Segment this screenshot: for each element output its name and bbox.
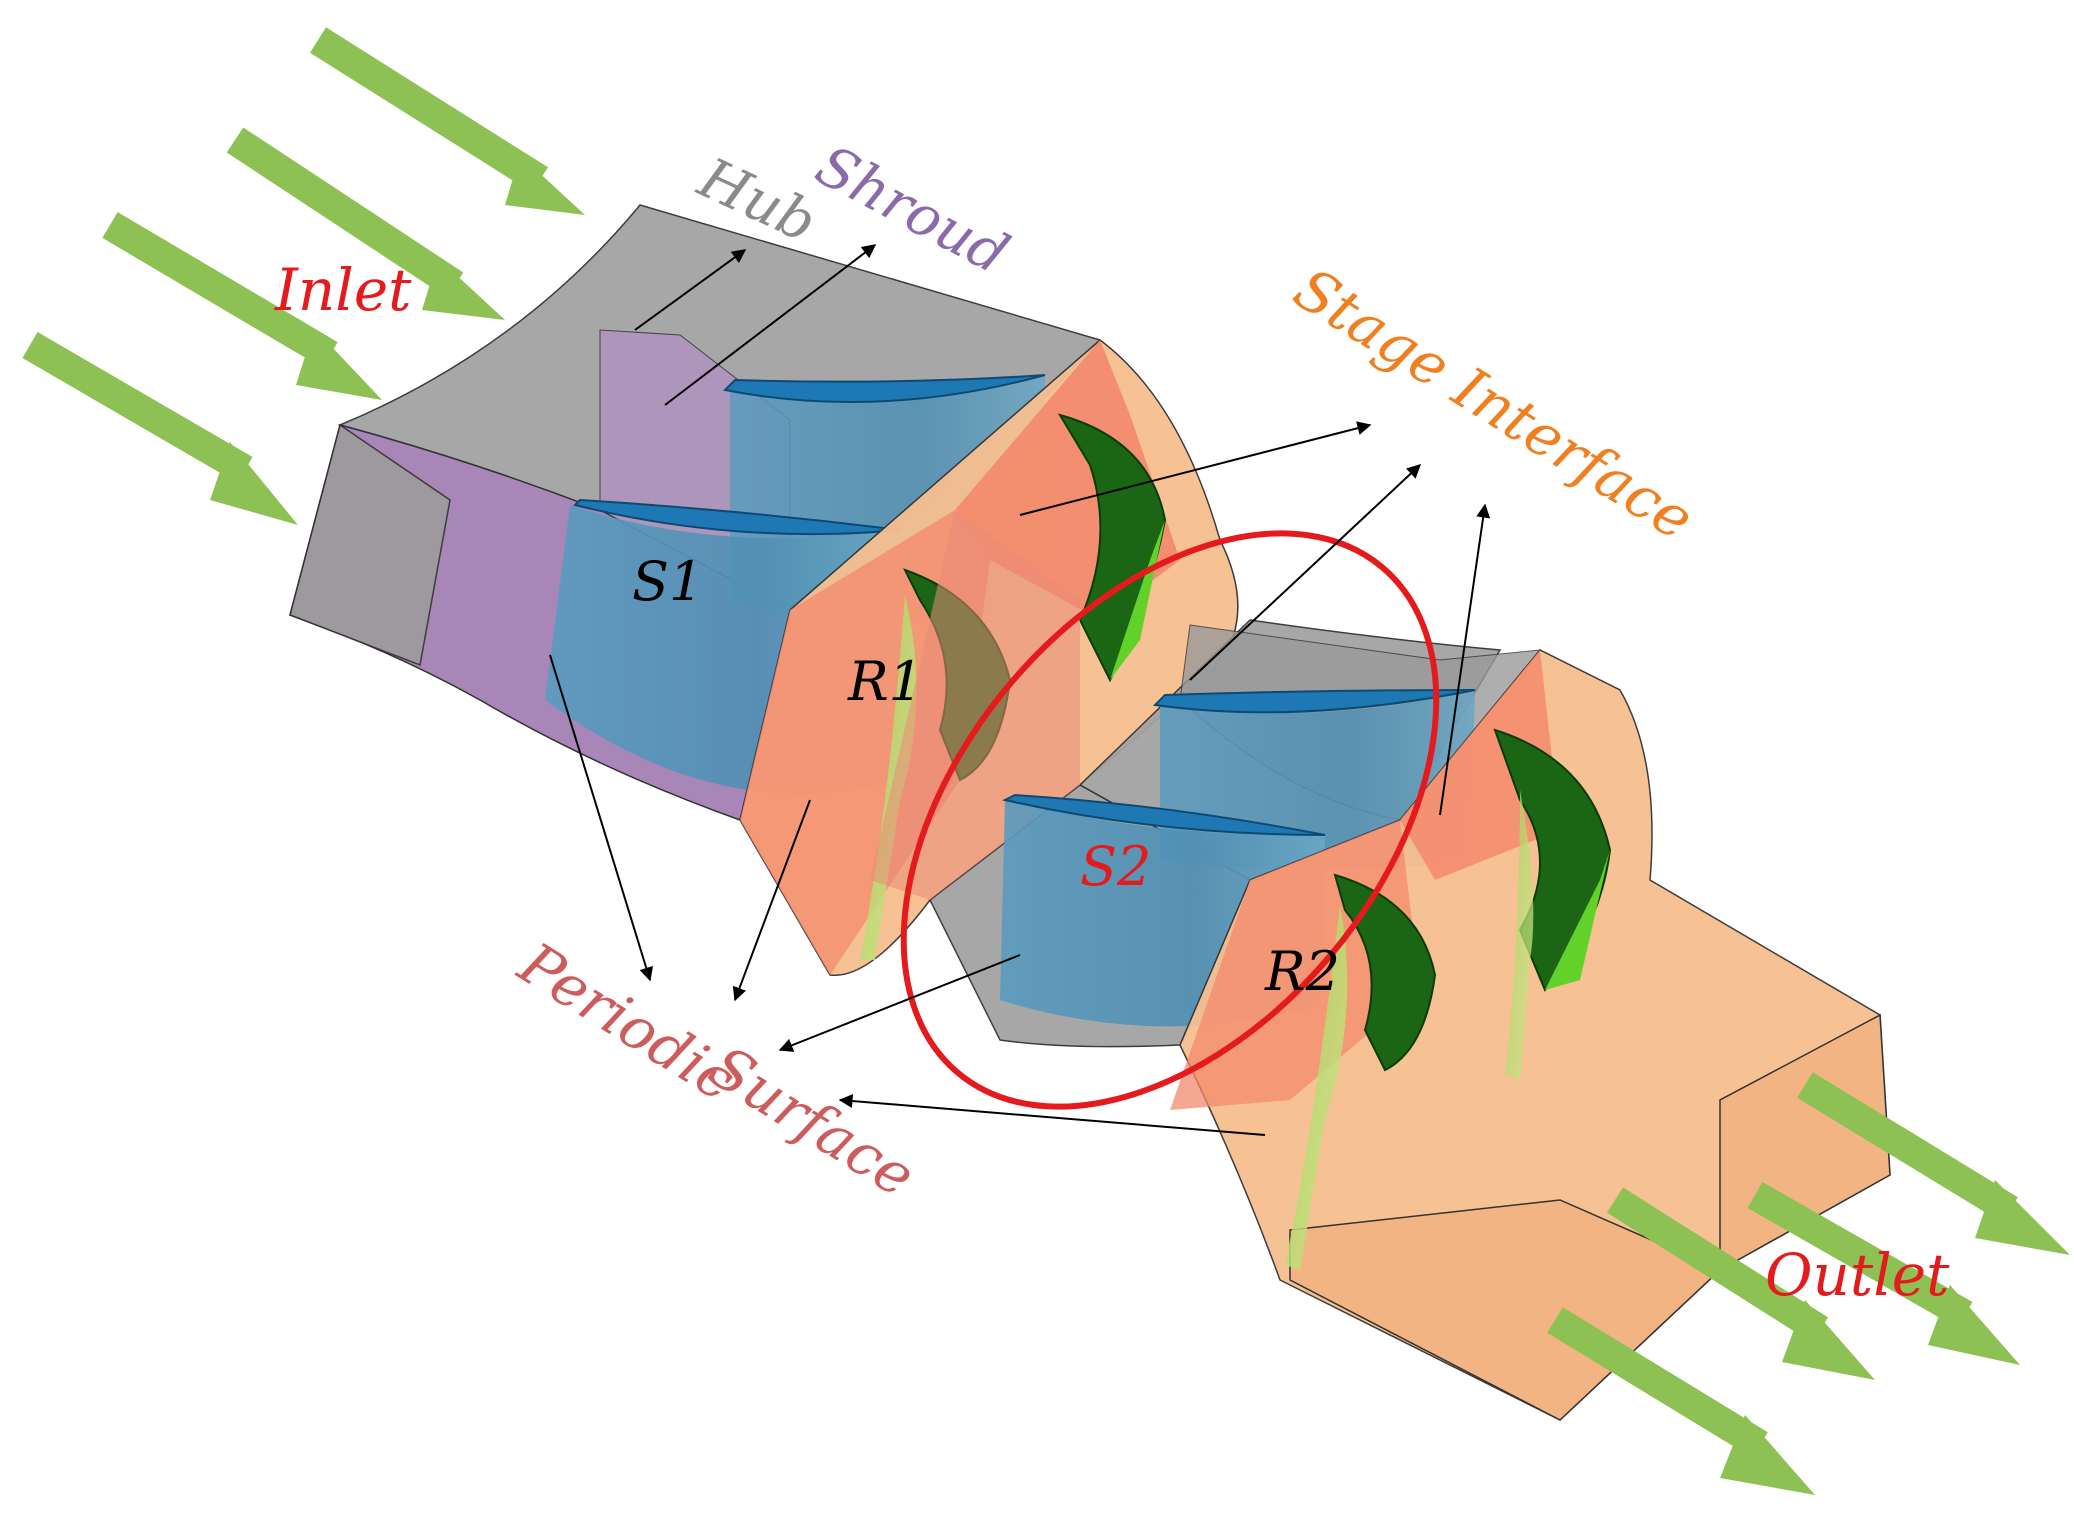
flow-arrow-icon — [226, 127, 505, 320]
flow-arrow-icon — [1747, 1181, 2020, 1365]
s2-label: S2 — [1080, 835, 1151, 898]
outlet-label: Outlet — [1765, 1241, 1950, 1309]
flow-arrow-icon — [102, 212, 382, 400]
stator-blade-s2-lower-edge — [1002, 793, 1326, 836]
flow-arrow-icon — [309, 27, 585, 215]
r1-label: R1 — [847, 650, 923, 713]
inlet-flow-arrows — [22, 27, 585, 525]
highlight-ellipse — [900, 530, 1440, 1110]
leader-line-arrow — [778, 954, 1021, 1052]
r2-label: R2 — [1264, 940, 1340, 1003]
leader-line-arrow — [732, 799, 811, 1002]
leader-line-arrow — [549, 654, 653, 982]
leader-line-arrow — [634, 249, 747, 331]
stator-blade-s2-upper-edge — [1152, 689, 1476, 714]
hub-front-face — [289, 423, 451, 667]
outlet-flow-arrows — [1547, 1072, 2070, 1495]
leader-line-arrow — [1019, 421, 1372, 516]
rotor-blade-r2-upper-span — [1505, 790, 1534, 1080]
leader-lines — [549, 244, 1491, 1136]
periodic-surface-label-line2: Surface — [698, 1032, 927, 1210]
leader-line-arrow — [1189, 464, 1422, 681]
rotor-blade-r1-upper-shadow — [1110, 520, 1165, 680]
flow-arrow-icon — [1797, 1072, 2070, 1255]
rotor-blade-r1-lower-span — [860, 595, 917, 960]
leader-line-arrow — [1439, 503, 1491, 816]
rotor-blade-r2-lower-span — [1285, 905, 1348, 1270]
flow-arrow-icon — [22, 332, 298, 525]
s1-label: S1 — [632, 550, 703, 613]
stage-interface — [740, 510, 990, 975]
flow-arrow-icon — [1547, 1307, 1815, 1495]
stator-blade-s1-upper-edge — [722, 374, 1046, 403]
rotor-blade-r2-upper-shadow — [1545, 850, 1610, 990]
rotor-blade-r2-lower — [1333, 873, 1437, 1072]
inlet-label: Inlet — [274, 256, 412, 324]
flow-arrow-icon — [1606, 1187, 1875, 1380]
leader-line-arrow — [664, 244, 877, 406]
stage-interface-label: Stage Interface — [1283, 254, 1706, 553]
leader-line-arrow — [838, 1094, 1266, 1136]
